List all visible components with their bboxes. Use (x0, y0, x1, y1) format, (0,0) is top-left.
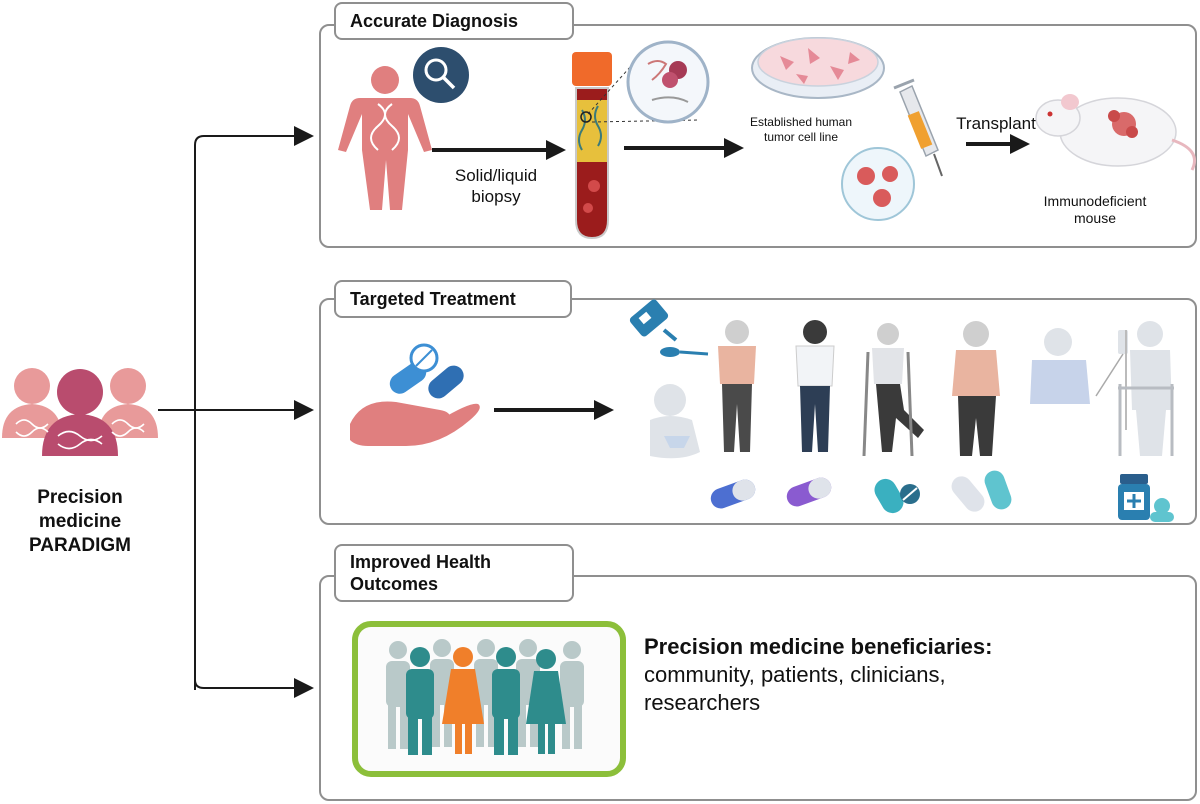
cell-line-line-2: tumor cell line (763, 130, 839, 144)
outcomes-tab-title: Improved Health Outcomes (334, 544, 574, 602)
baby-icon (650, 384, 700, 459)
paradigm-title: Precision medicine PARADIGM (0, 486, 160, 558)
capsule-purple-icon (786, 477, 832, 507)
mouse-icon (1035, 94, 1196, 171)
capsule-teal-icon (874, 478, 920, 514)
capsule-pair-icon (951, 470, 1012, 512)
cell-line-label: Established human tumor cell line (736, 115, 866, 145)
biopsy-line-1: Solid/liquid (454, 166, 538, 185)
syrup-bottle-icon (629, 299, 709, 357)
paradigm-line-3: PARADIGM (28, 535, 132, 556)
blood-tube-icon (572, 52, 612, 240)
patient-iv-figure (1030, 328, 1128, 430)
patient-figure-1 (718, 320, 756, 452)
petri-dish-icon (751, 37, 885, 99)
biopsy-line-2: biopsy (471, 187, 521, 206)
cell-line-line-1: Established human (749, 115, 853, 129)
beneficiaries-heading: Precision medicine beneficiaries: (644, 634, 993, 659)
patient-figure-4 (952, 321, 1000, 456)
syringe-icon (893, 78, 943, 177)
hand-pills-icon (350, 343, 480, 446)
arrow-to-outcomes (194, 678, 314, 698)
cell-zoom-icon (626, 40, 710, 124)
arrow-to-diagnosis (194, 126, 314, 690)
human-dna-icon (338, 66, 432, 210)
elderly-walker-figure (1118, 321, 1174, 456)
mouse-line-2: mouse (1073, 210, 1117, 226)
outcomes-title-line-2: Outcomes (350, 574, 439, 594)
mouse-line-1: Immunodeficient (1043, 193, 1147, 209)
transplant-label: Transplant (956, 114, 1036, 133)
treatment-tab-title: Targeted Treatment (334, 280, 572, 318)
patient-figure-3 (862, 323, 924, 457)
beneficiaries-text: Precision medicine beneficiaries: commun… (644, 633, 1164, 717)
diagnosis-tab-title: Accurate Diagnosis (334, 2, 574, 40)
tumor-cells-icon (841, 147, 915, 221)
biopsy-label: Solid/liquid biopsy (436, 165, 556, 207)
patient-figure-2 (795, 320, 835, 452)
outcomes-title-line-1: Improved Health (350, 552, 492, 572)
mouse-label: Immunodeficient mouse (1030, 193, 1160, 227)
magnifier-icon (413, 47, 469, 103)
pill-bottle-icon (1118, 474, 1174, 522)
beneficiaries-line-2: researchers (644, 690, 761, 715)
capsule-blue-icon (710, 479, 756, 509)
paradigm-line-1: Precision (37, 487, 123, 508)
paradigm-line-2: medicine (38, 511, 122, 532)
beneficiaries-line-1: community, patients, clinicians, (644, 662, 946, 687)
people-group-icon (386, 639, 584, 755)
